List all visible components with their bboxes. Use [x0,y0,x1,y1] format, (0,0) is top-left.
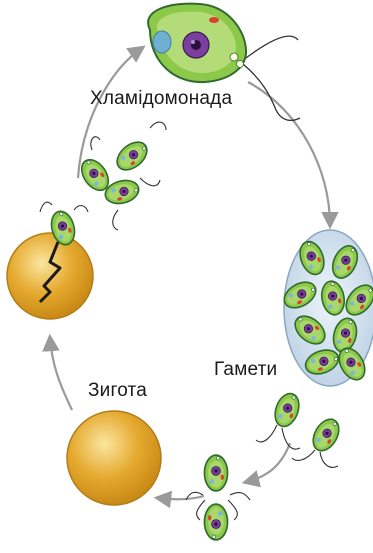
arrow-to-germinating-zygote [50,338,72,410]
arrow-to-zygote [158,496,204,499]
gametes [256,390,344,467]
label-chlamydomonas: Хламідомонада [90,88,232,110]
arrow-to-gametes [246,443,290,482]
arrow-to-vesicle [248,82,330,225]
label-zygote: Зигота [88,380,147,402]
gamete-vesicle [280,230,373,386]
label-gametes: Гамети [214,359,277,381]
daughter-cells [76,122,166,230]
zygote [67,411,161,505]
germinating-zygote [7,202,93,319]
